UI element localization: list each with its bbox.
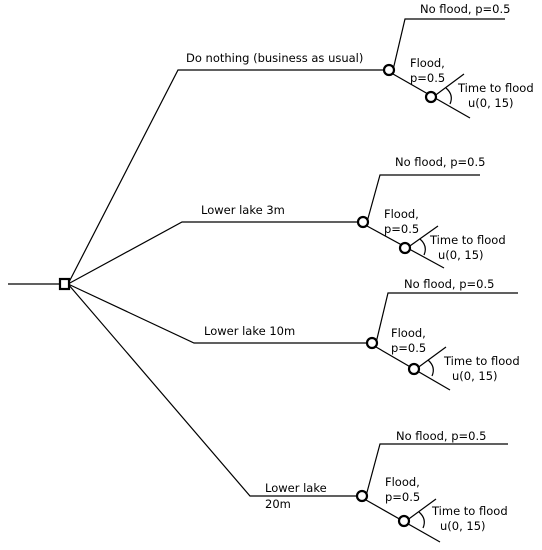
time-to-flood-line-1: Time to flood (457, 81, 534, 95)
flood-label-line: p=0.5 (384, 222, 419, 236)
branch-do-nothing: Do nothing (business as usual) No flood,… (67, 2, 537, 285)
decision-node (58, 277, 71, 291)
time-to-flood-line (415, 346, 447, 370)
flood-label-line: p=0.5 (410, 71, 445, 85)
branch-line (67, 283, 368, 344)
no-flood-line (365, 443, 508, 497)
no-flood-line (375, 292, 518, 344)
time-to-flood-label: Time to flood u(0, 15) (431, 504, 511, 533)
no-flood-line (366, 174, 480, 223)
branch-lower-lake-10m: Lower lake 10m No flood, p=0.5 Flood, p=… (67, 277, 523, 391)
distribution-arc (427, 359, 434, 377)
branch-label-line: Lower lake 3m (201, 203, 285, 217)
time-to-flood-label: Time to flood u(0, 15) (457, 81, 537, 110)
time-to-flood-line (405, 498, 437, 522)
branch-line (67, 221, 359, 285)
flood-label-line: Flood, (384, 207, 419, 221)
chance-node (397, 514, 411, 528)
chance-node (356, 215, 370, 229)
chance-node (365, 336, 379, 350)
time-to-flood-line (432, 73, 465, 98)
flood-label-line: Flood, (391, 326, 426, 340)
no-flood-label: No flood, p=0.5 (396, 429, 486, 443)
time-to-flood-line (406, 225, 439, 249)
branch-label: Lower lake 20m (265, 481, 330, 511)
branch-label-line: Lower lake (265, 481, 327, 495)
flood-label: Flood, p=0.5 (384, 207, 423, 236)
branch-label-line: Do nothing (business as usual) (186, 51, 363, 65)
chance-node (355, 489, 369, 503)
distribution-arc (418, 511, 425, 529)
branch-lower-lake-3m: Lower lake 3m No flood, p=0.5 Flood, p=0… (67, 155, 509, 285)
flood-label-line: Flood, (410, 56, 445, 70)
branch-line (67, 69, 385, 285)
chance-node (424, 90, 438, 104)
flood-label: Flood, p=0.5 (385, 475, 424, 504)
time-to-flood-label: Time to flood u(0, 15) (429, 233, 509, 262)
flood-label: Flood, p=0.5 (391, 326, 430, 355)
branch-label: Do nothing (business as usual) (186, 51, 363, 65)
no-flood-line (392, 18, 505, 71)
time-to-flood-line-1: Time to flood (429, 233, 506, 247)
branch-lower-lake-20m: Lower lake 20m No flood, p=0.5 Flood, p=… (67, 283, 511, 543)
time-to-flood-line-1: Time to flood (443, 354, 520, 368)
branch-line (67, 283, 358, 497)
flood-label-line: p=0.5 (391, 341, 426, 355)
branch-label-line: 20m (265, 497, 291, 511)
branch-label: Lower lake 10m (204, 324, 295, 338)
no-flood-label: No flood, p=0.5 (404, 277, 494, 291)
branch-label-line: Lower lake 10m (204, 324, 295, 338)
no-flood-label: No flood, p=0.5 (420, 2, 510, 16)
flood-label-line: p=0.5 (385, 490, 420, 504)
flood-label-line: Flood, (385, 475, 420, 489)
chance-node (382, 63, 396, 77)
time-to-flood-line-2: u(0, 15) (440, 519, 486, 533)
flood-label: Flood, p=0.5 (410, 56, 449, 85)
no-flood-label: No flood, p=0.5 (395, 155, 485, 169)
time-to-flood-label: Time to flood u(0, 15) (443, 354, 523, 383)
distribution-arc (419, 238, 426, 256)
time-to-flood-line-2: u(0, 15) (438, 248, 484, 262)
chance-node (407, 362, 421, 376)
time-to-flood-line-2: u(0, 15) (452, 369, 498, 383)
distribution-arc (445, 87, 452, 105)
chance-node (398, 241, 412, 255)
branch-label: Lower lake 3m (201, 203, 285, 217)
time-to-flood-line-1: Time to flood (431, 504, 508, 518)
time-to-flood-line-2: u(0, 15) (468, 96, 514, 110)
